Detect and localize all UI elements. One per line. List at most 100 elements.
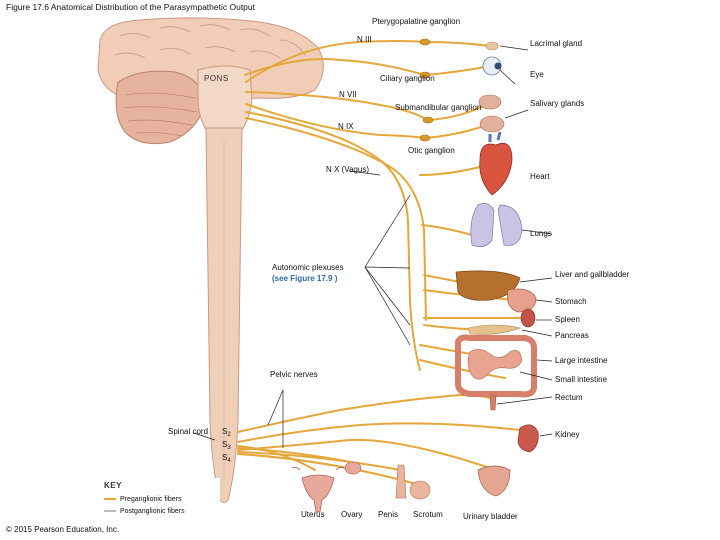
organ-heart-vessels bbox=[488, 131, 502, 142]
label-kidney: Kidney bbox=[555, 430, 579, 439]
label-vagus: N X (Vagus) bbox=[326, 165, 369, 174]
leader-vagus bbox=[349, 170, 381, 176]
organ-urinary-bladder bbox=[477, 465, 511, 497]
legend-key: KEY Preganglionic fibers Postganglionic … bbox=[100, 478, 220, 520]
organ-rectum bbox=[489, 395, 497, 411]
fiber-kidney bbox=[237, 422, 521, 443]
label-pterygopalatine: Pterygopalatine ganglion bbox=[372, 17, 460, 26]
label-lungs: Lungs bbox=[530, 229, 552, 238]
label-n7: N VII bbox=[339, 90, 357, 99]
organ-salivary-1 bbox=[478, 94, 502, 110]
leader-stomach bbox=[535, 299, 553, 303]
organ-heart bbox=[479, 142, 513, 196]
organ-lung-right bbox=[497, 204, 523, 246]
organ-salivary-2 bbox=[479, 115, 505, 133]
copyright: © 2015 Pearson Education, Inc. bbox=[6, 525, 119, 534]
leader-small-intestine bbox=[519, 371, 553, 381]
fiber-n3 bbox=[244, 58, 426, 76]
label-s2: S2 bbox=[222, 427, 231, 438]
label-rectum: Rectum bbox=[555, 393, 583, 402]
organ-uterus bbox=[301, 474, 335, 513]
organ-ovary bbox=[344, 461, 362, 475]
label-salivary: Salivary glands bbox=[530, 99, 584, 108]
ganglion-otic bbox=[419, 134, 431, 142]
organ-penis bbox=[395, 464, 407, 499]
leader-plexus-1 bbox=[364, 194, 411, 268]
leader-lines bbox=[193, 45, 553, 448]
organ-lacrimal bbox=[485, 41, 499, 51]
label-pons: PONS bbox=[204, 74, 229, 83]
legend-preganglionic: Preganglionic fibers bbox=[120, 496, 182, 503]
label-s4: S4 bbox=[222, 453, 231, 464]
leader-spinal-cord bbox=[193, 432, 216, 441]
label-n3: N III bbox=[357, 35, 372, 44]
label-spleen: Spleen bbox=[555, 315, 580, 324]
label-liver: Liver and gallbladder bbox=[555, 270, 630, 279]
label-stomach: Stomach bbox=[555, 297, 587, 306]
organ-kidney bbox=[517, 424, 539, 453]
figure-title: Figure 17.6 Anatomical Distribution of t… bbox=[6, 2, 256, 12]
organ-large-intestine bbox=[455, 334, 538, 398]
organ-eye-pupil bbox=[494, 62, 502, 70]
label-urinary-bladder: Urinary bladder bbox=[463, 512, 518, 521]
label-uterus: Uterus bbox=[301, 510, 325, 519]
leader-plexus-3 bbox=[364, 266, 411, 326]
ganglion-pterygopalatine bbox=[419, 38, 431, 46]
fiber-ptery-lacrimal bbox=[424, 41, 491, 47]
fiber-rectum bbox=[237, 393, 496, 433]
label-pelvic-nerves: Pelvic nerves bbox=[270, 370, 318, 379]
leader-eye bbox=[499, 69, 516, 85]
fiber-vagus-trunk bbox=[245, 111, 421, 371]
leader-plexus-4 bbox=[364, 266, 411, 346]
organ-spleen bbox=[520, 308, 536, 328]
label-heart: Heart bbox=[530, 172, 550, 181]
fiber-ciliary-eye bbox=[424, 65, 491, 76]
label-submandibular: Submandibular ganglion bbox=[395, 103, 481, 112]
fiber-bladder bbox=[237, 438, 491, 469]
label-lacrimal: Lacrimal gland bbox=[530, 39, 582, 48]
label-spinal-cord: Spinal cord bbox=[168, 427, 208, 436]
fiber-penis bbox=[237, 451, 401, 471]
legend-box bbox=[100, 478, 220, 520]
organs bbox=[291, 41, 539, 513]
ganglion-submandibular bbox=[422, 116, 434, 124]
leader-rectum bbox=[496, 396, 553, 405]
organ-lung-left bbox=[470, 203, 495, 247]
leader-lungs bbox=[521, 229, 553, 235]
fiber-vagus-trunk-2 bbox=[245, 117, 427, 321]
label-ovary: Ovary bbox=[341, 510, 362, 519]
leader-liver bbox=[519, 277, 553, 283]
label-penis: Penis bbox=[378, 510, 398, 519]
label-autonomic-plexuses: Autonomic plexuses bbox=[272, 263, 344, 272]
organ-scrotum bbox=[409, 480, 431, 500]
label-otic: Otic ganglion bbox=[408, 146, 455, 155]
fiber-n7-ptery bbox=[245, 40, 426, 83]
organ-pancreas bbox=[467, 324, 521, 335]
fiber-n7-submand bbox=[245, 91, 429, 121]
label-ciliary: Ciliary ganglion bbox=[380, 74, 435, 83]
label-large-intestine: Large intestine bbox=[555, 356, 608, 365]
label-small-intestine: Small intestine bbox=[555, 375, 608, 384]
label-scrotum: Scrotum bbox=[413, 510, 443, 519]
organ-small-intestine bbox=[467, 349, 523, 380]
organ-stomach bbox=[507, 288, 537, 313]
leader-kidney bbox=[539, 433, 553, 437]
leader-large-intestine bbox=[536, 359, 553, 362]
ganglion-ciliary bbox=[419, 71, 431, 79]
label-n9: N IX bbox=[338, 122, 354, 131]
leader-pancreas bbox=[521, 329, 553, 337]
leader-lacrimal bbox=[499, 45, 529, 51]
fiber-n9-otic bbox=[245, 103, 426, 139]
fiber-small-int bbox=[419, 359, 506, 379]
brain-illustration bbox=[97, 17, 324, 145]
organ-uterine-tubes bbox=[291, 466, 345, 471]
fiber-heart bbox=[419, 164, 489, 176]
label-eye: Eye bbox=[530, 70, 544, 79]
leader-plexus-2 bbox=[364, 266, 411, 269]
label-s3: S3 bbox=[222, 440, 231, 451]
label-pancreas: Pancreas bbox=[555, 331, 589, 340]
leader-salivary bbox=[504, 109, 529, 119]
leader-pelvic-1 bbox=[267, 389, 284, 426]
legend-heading: KEY bbox=[104, 481, 122, 490]
